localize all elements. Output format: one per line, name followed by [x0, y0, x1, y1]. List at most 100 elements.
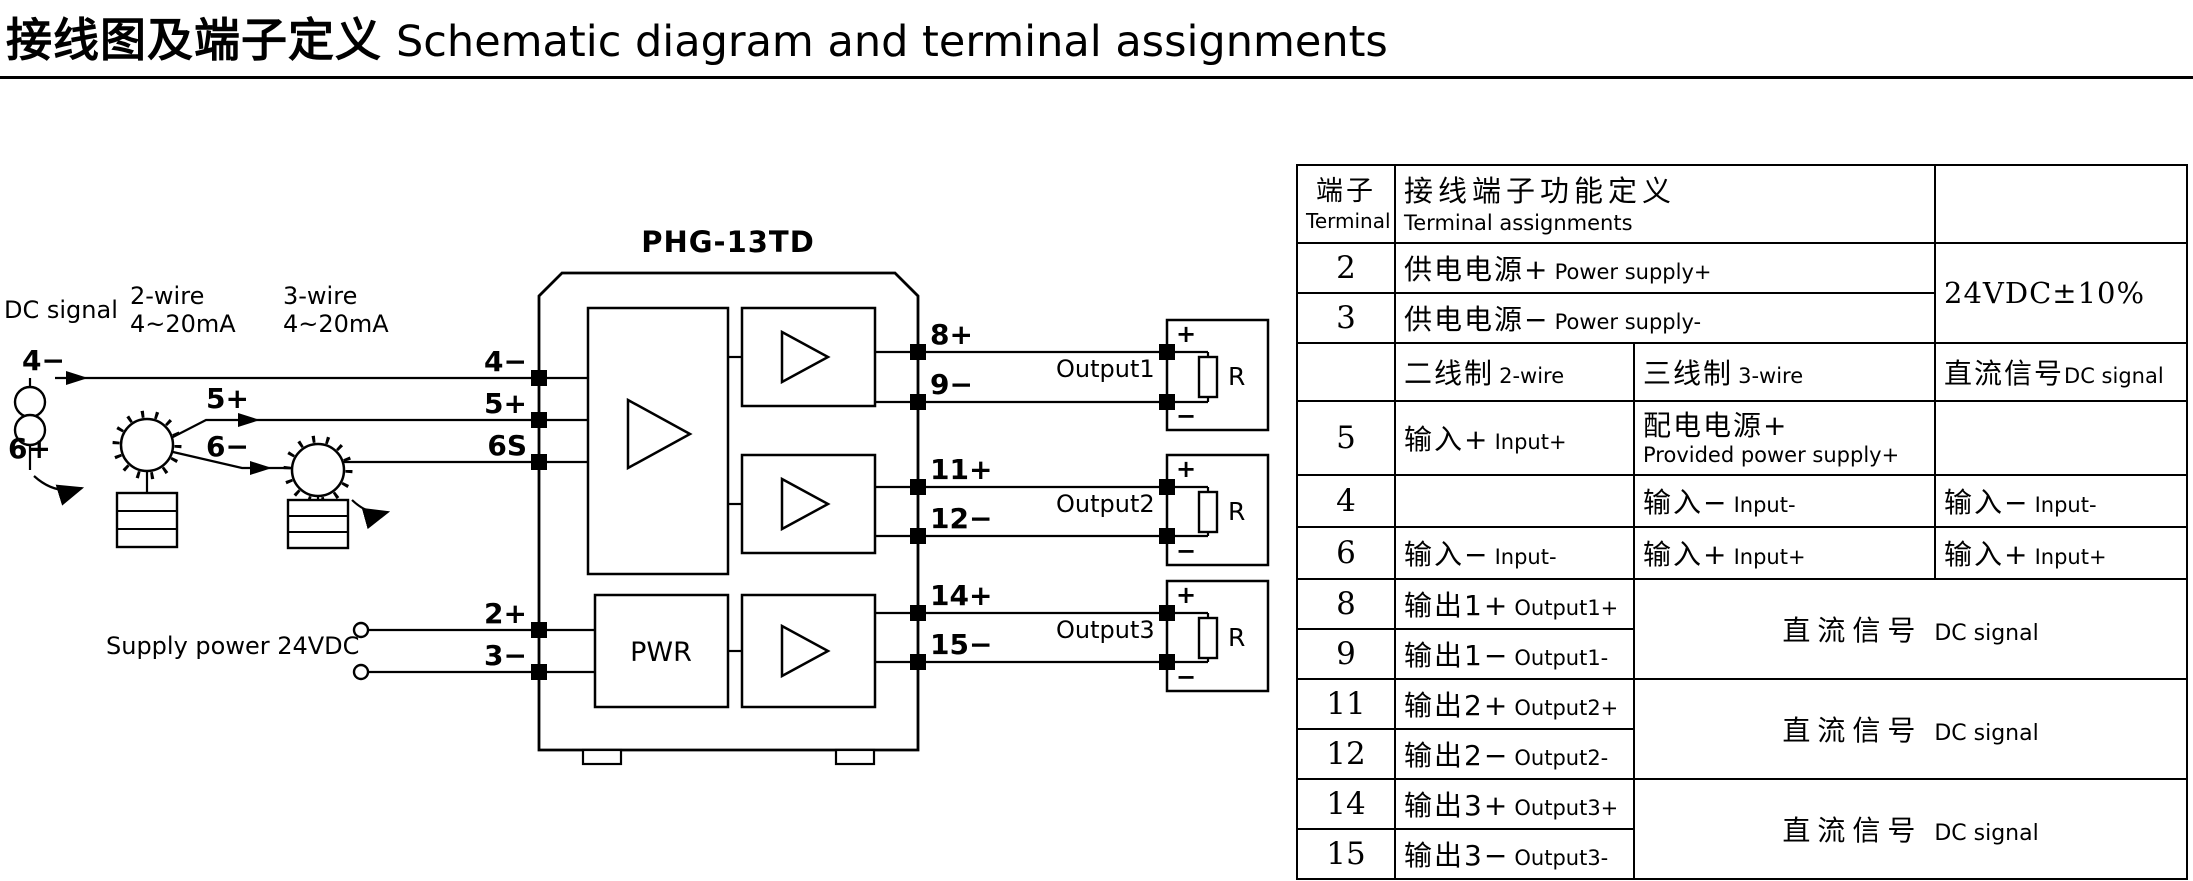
- cell-output1-minus-zh: 输出1−: [1404, 639, 1510, 672]
- terminal-15-label: 15−: [930, 628, 992, 661]
- cell-two-wire-header: 二线制 2-wire: [1394, 342, 1635, 402]
- cell-dc-signal-2-zh: 直流信号: [1782, 714, 1923, 747]
- row-terminal-3: 3 供电电源− Power supply-: [1296, 292, 2187, 344]
- cell-output2-minus: 输出2− Output2-: [1394, 728, 1635, 780]
- cell-6-input-plus-3wire-zh: 输入+: [1643, 538, 1729, 571]
- terminal-9-label: 9−: [930, 368, 973, 401]
- cell-output3-minus-zh: 输出3−: [1404, 839, 1510, 872]
- dc-signal-label: DC signal: [4, 296, 118, 324]
- title-underline: [0, 76, 2193, 79]
- cell-5-input-plus: 输入+ Input+: [1394, 400, 1635, 476]
- terminal-14-label: 14+: [930, 579, 992, 612]
- cell-6-input-minus-zh: 输入−: [1404, 538, 1490, 571]
- load2-r-label: R: [1228, 497, 1245, 526]
- cell-6-input-plus-dc-zh: 输入+: [1944, 538, 2030, 571]
- three-wire-en: 3-wire: [1738, 364, 1804, 388]
- supply-terminal-circles: [352, 621, 370, 681]
- cell-5-input-plus-zh: 输入+: [1404, 423, 1490, 456]
- cell-dc-signal-1-en: DC signal: [1934, 621, 2039, 646]
- device-foot-right: [834, 748, 876, 766]
- page-title-zh: 接线图及端子定义: [6, 13, 382, 67]
- row-terminal-6: 6 输入− Input- 输入+ Input+ 输入+ Input+: [1296, 526, 2189, 580]
- resistor-symbol: [1197, 490, 1219, 534]
- cell-dc-signal-header: 直流信号DC signal: [1934, 342, 2189, 402]
- cell-output3-plus-en: Output3+: [1514, 796, 1619, 820]
- cell-4-input-minus-3wire-zh: 输入−: [1643, 486, 1729, 519]
- output3-label: Output3: [1056, 616, 1155, 644]
- main-amplifier-triangle-icon: [626, 397, 693, 471]
- cell-4-input-minus-dc-zh: 输入−: [1944, 486, 2030, 519]
- cell-output1-plus-en: Output1+: [1514, 596, 1619, 620]
- output2-amplifier-box: [740, 453, 877, 555]
- cell-output1-minus: 输出1− Output1-: [1394, 628, 1635, 680]
- header-terminal-en: Terminal: [1306, 209, 1391, 233]
- terminal-2-label: 2+: [484, 597, 527, 630]
- tx-plus-label: 5+: [206, 382, 249, 415]
- cell-4-input-minus-3wire-en: Input-: [1733, 493, 1796, 517]
- row-terminal-15: 15 输出3− Output3-: [1296, 828, 2187, 880]
- source-minus-label: 6+: [8, 432, 51, 465]
- cell-terminal-5: 5: [1296, 400, 1396, 476]
- pwr-label: PWR: [630, 637, 692, 668]
- output2-triangle-icon: [780, 476, 831, 532]
- cell-5-input-plus-en: Input+: [1494, 430, 1567, 454]
- device-outline: [537, 271, 920, 752]
- cell-output2-plus: 输出2+ Output2+: [1394, 678, 1635, 730]
- terminal-8-label: 8+: [930, 318, 973, 351]
- cell-output1-plus: 输出1+ Output1+: [1394, 578, 1635, 630]
- load-box-output2: [1165, 453, 1270, 567]
- terminal-5-label: 5+: [484, 387, 527, 420]
- output1-amplifier-box: [740, 306, 877, 408]
- output1-triangle-icon: [780, 329, 831, 385]
- cell-wiretype-empty: [1296, 342, 1396, 402]
- cell-power-supply-minus-zh: 供电电源−: [1404, 303, 1550, 336]
- output3-amplifier-box: [740, 593, 877, 709]
- two-wire-transmitter-symbol: [112, 410, 182, 549]
- three-wire-zh: 三线制: [1643, 357, 1734, 390]
- load1-minus-sign: −: [1176, 402, 1196, 430]
- load3-plus-sign: +: [1176, 581, 1196, 609]
- cell-5-empty: [1934, 400, 2189, 476]
- terminal-3-label: 3−: [484, 639, 527, 672]
- flow-arrows: [66, 371, 272, 475]
- three-wire-transmitter-symbol: [283, 435, 353, 550]
- cell-output2-plus-en: Output2+: [1514, 696, 1619, 720]
- cell-output2-plus-zh: 输出2+: [1404, 689, 1510, 722]
- header-assignments-en: Terminal assignments: [1404, 211, 1633, 235]
- cell-6-input-plus-3wire: 输入+ Input+: [1632, 526, 1937, 580]
- cell-output1-plus-zh: 输出1+: [1404, 589, 1510, 622]
- output2-label: Output2: [1056, 490, 1155, 518]
- cell-output3-minus-en: Output3-: [1514, 846, 1609, 870]
- header-terminal-zh: 端子: [1316, 176, 1376, 207]
- resistor-symbol: [1197, 616, 1219, 660]
- cell-output2-minus-zh: 输出2−: [1404, 739, 1510, 772]
- cell-terminal-11: 11: [1296, 678, 1396, 730]
- terminal-6s-label: 6S: [487, 429, 527, 462]
- load1-r-label: R: [1228, 362, 1245, 391]
- supply-power-label: Supply power 24VDC: [106, 632, 359, 660]
- cell-dc-signal-3-en: DC signal: [1934, 821, 2039, 846]
- load-box-output1: [1165, 318, 1270, 432]
- load3-r-label: R: [1228, 623, 1245, 652]
- cell-terminal-12: 12: [1296, 728, 1396, 780]
- header-assignments-zh: 接线端子功能定义: [1404, 174, 1677, 208]
- cell-terminal-4: 4: [1296, 474, 1396, 528]
- wires: [28, 350, 1167, 674]
- device-foot-left: [581, 748, 623, 766]
- row-terminal-12: 12 输出2− Output2-: [1296, 728, 2187, 780]
- load3-minus-sign: −: [1176, 663, 1196, 691]
- three-wire-range-label: 4~20mA: [283, 310, 389, 338]
- cell-output3-plus: 输出3+ Output3+: [1394, 778, 1635, 830]
- cell-6-input-minus: 输入− Input-: [1394, 526, 1635, 580]
- table-header-row: 端子 Terminal 接线端子功能定义 Terminal assignment…: [1296, 164, 2189, 244]
- cell-voltage-range: 24VDC±10%: [1934, 242, 2189, 344]
- two-wire-zh: 二线制: [1404, 357, 1495, 390]
- cell-terminal-2: 2: [1296, 242, 1396, 294]
- row-terminal-5: 5 输入+ Input+ 配电电源+ Provided power supply…: [1296, 400, 2189, 476]
- header-empty-cell: [1934, 164, 2189, 244]
